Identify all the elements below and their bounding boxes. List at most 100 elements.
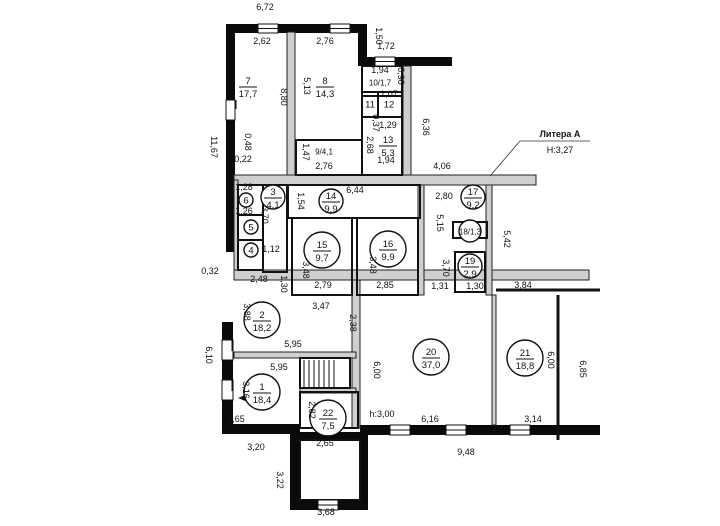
dimension-label: 3,16 [241,381,251,399]
room-label-17: 179,2 [460,184,486,211]
interior-wall [233,174,537,186]
room-number: 9/4,1 [315,148,333,157]
dimension-label: 5,95 [284,339,302,349]
room-area: 17,7 [239,89,258,100]
dimension-label: 1,31 [431,281,449,291]
legend-height: H:3,27 [547,145,574,155]
dimension-label: 6,72 [256,2,274,12]
room-label-10-1-7: 10/1,7 [369,79,392,88]
legend-letter: Литера А [540,129,581,139]
room-partition [299,357,351,389]
window [317,499,339,511]
dimension-label: 6,10 [204,346,214,364]
room-partition [299,439,361,501]
window [225,99,237,121]
dimension-label: 9,48 [457,447,475,457]
dimension-label: 11,67 [209,136,219,158]
dimension-label: 2,65 [316,438,334,448]
room-circle [303,231,341,269]
dimension-label: 2,82 [307,401,317,419]
exterior-wall [358,57,452,66]
room-area: 18,4 [253,395,272,406]
exterior-wall [290,424,300,510]
dimension-label: 1,12 [262,244,280,254]
room-label-21: 21 18,8 [506,339,544,377]
dimension-label: 6,44 [346,185,364,195]
room-label-3: 34,1 [260,184,286,211]
dimension-label: 3,22 [275,471,285,489]
room-partition [287,184,421,219]
room-number: 12 [384,100,395,111]
dimension-label: 2,68 [365,136,375,154]
dimension-label: 2,79 [314,280,332,290]
dimension-label: 5,95 [270,362,288,372]
leader-line [489,140,521,177]
dimension-label: 1,28 [235,182,253,192]
room-number: 21 [520,348,531,359]
room-number: 7 [245,76,250,87]
room-number: 22 [323,408,334,419]
dimension-label: 6,00 [372,361,382,379]
room-circle [369,230,407,268]
dimension-label: 2,38 [348,314,358,332]
room-labels: 118,4218,234,1456717,7814,39/4,110/1,711… [238,76,544,437]
room-label-22: 227,5 [309,399,347,437]
room-partition [361,116,403,176]
exterior-wall [360,428,368,510]
window [329,23,351,34]
interior-wall [233,269,590,281]
room-area: 37,0 [422,360,441,371]
interior-wall [233,351,357,359]
dimension-label: 2,48 [250,274,268,284]
dimension-label: 2,85 [376,280,394,290]
dimension-label: 3,70 [260,206,270,224]
dimension-label: 2,76 [316,36,334,46]
exterior-wall [358,24,367,66]
walls [221,23,600,511]
window [257,23,279,34]
room-circle [506,339,544,377]
room-label-12: 12 [384,100,395,111]
room-partition [454,251,486,293]
room-circle [318,188,344,214]
room-label-15: 159,7 [303,231,341,269]
window [221,339,234,361]
room-label-5: 5 [243,219,259,235]
dimension-label: 1,26 [235,206,253,216]
dimension-label: 1,07 [380,89,398,99]
room-number: 8 [322,76,327,87]
room-area: 18,8 [516,361,535,372]
room-circle [460,184,486,210]
room-label-8: 814,3 [316,76,335,100]
dimension-label: 1,94 [377,155,395,165]
room-number: 10/1,7 [369,79,392,88]
room-circle [243,219,259,235]
room-circle [412,338,450,376]
room-label-18-1-3: 18/1,3 [458,219,482,243]
staircase [303,360,335,387]
room-label-13: 135,3 [379,135,397,159]
room-label-1: 118,4 [243,373,281,411]
dimension-label: 0,37 [371,114,381,132]
room-label-20: 20 37,0 [412,338,450,376]
dimension-label: 6,00 [546,351,556,369]
dimension-label: 0,90 [396,67,406,85]
room-circle [309,399,347,437]
room-number: 4 [248,246,253,257]
room-number: 20 [426,347,437,358]
room-label-16: 169,9 [369,230,407,268]
dimension-label: 0,22 [234,154,252,164]
interior-wall [286,31,296,176]
room-label-19: 192,9 [457,253,483,280]
dimension-label: 3,68 [317,507,335,517]
room-number: 17 [468,187,479,198]
room-circle [458,219,482,243]
exterior-wall [226,24,367,33]
room-number: 14 [326,191,337,202]
room-circle [238,192,254,208]
room-number: 15 [317,240,328,251]
dimension-label: 1,29 [379,120,397,130]
legend: Литера А H:3,27 [489,129,590,177]
